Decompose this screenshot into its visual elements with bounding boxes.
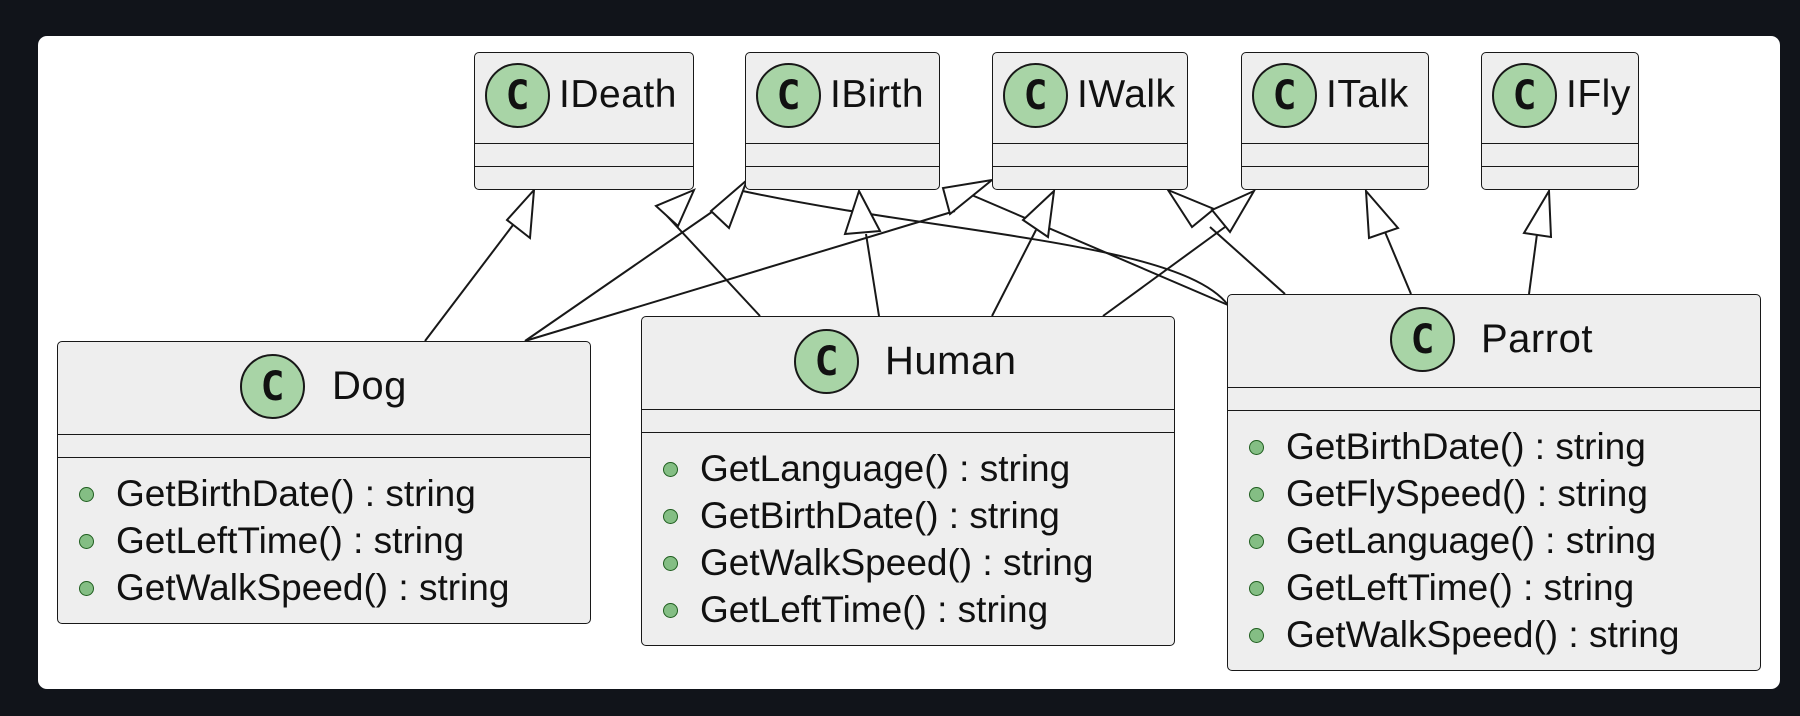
public-method-icon (663, 509, 678, 524)
divider (1242, 166, 1428, 167)
public-method-icon (663, 603, 678, 618)
class-c-icon: C (485, 63, 550, 128)
class-name: Parrot (1481, 317, 1593, 361)
method-signature: GetWalkSpeed() : string (1286, 614, 1680, 655)
method-signature: GetLeftTime() : string (1286, 567, 1635, 608)
interface-ideath[interactable]: C IDeath (474, 52, 694, 190)
method-signature: GetBirthDate() : string (700, 495, 1060, 536)
divider (1482, 166, 1638, 167)
method-item: GetWalkSpeed() : string (642, 539, 1174, 586)
class-c-icon: C (756, 63, 821, 128)
divider (1482, 143, 1638, 144)
method-signature: GetBirthDate() : string (116, 473, 476, 514)
class-name: Human (885, 339, 1017, 383)
class-c-icon: C (1252, 63, 1317, 128)
method-item: GetWalkSpeed() : string (1228, 611, 1760, 658)
interface-name: ITalk (1326, 73, 1409, 116)
public-method-icon (663, 556, 678, 571)
divider (1242, 143, 1428, 144)
method-item: GetBirthDate() : string (642, 492, 1174, 539)
method-list: GetBirthDate() : string GetFlySpeed() : … (1228, 423, 1760, 658)
class-name: Dog (332, 364, 407, 408)
interface-name: IDeath (559, 73, 677, 116)
interface-iwalk[interactable]: C IWalk (992, 52, 1188, 190)
public-method-icon (1249, 581, 1264, 596)
class-c-icon: C (1003, 63, 1068, 128)
interface-italk[interactable]: C ITalk (1241, 52, 1429, 190)
public-method-icon (1249, 628, 1264, 643)
public-method-icon (79, 534, 94, 549)
method-item: GetLeftTime() : string (58, 517, 590, 564)
interface-name: IFly (1566, 73, 1631, 116)
class-parrot[interactable]: C Parrot GetBirthDate() : string GetFlyS… (1227, 294, 1761, 671)
method-item: GetWalkSpeed() : string (58, 564, 590, 611)
divider (746, 166, 939, 167)
interface-name: IBirth (830, 73, 925, 116)
class-c-icon: C (794, 329, 859, 394)
divider (475, 166, 693, 167)
method-signature: GetLanguage() : string (1286, 520, 1657, 561)
class-c-icon: C (240, 354, 305, 419)
divider (746, 143, 939, 144)
method-signature: GetWalkSpeed() : string (700, 542, 1094, 583)
divider (58, 434, 590, 435)
method-signature: GetLeftTime() : string (116, 520, 465, 561)
class-human[interactable]: C Human GetLanguage() : string GetBirthD… (641, 316, 1175, 646)
public-method-icon (663, 462, 678, 477)
method-signature: GetFlySpeed() : string (1286, 473, 1648, 514)
method-item: GetLanguage() : string (1228, 517, 1760, 564)
class-c-icon: C (1492, 63, 1557, 128)
public-method-icon (79, 581, 94, 596)
divider (993, 166, 1187, 167)
class-dog[interactable]: C Dog GetBirthDate() : string GetLeftTim… (57, 341, 591, 624)
divider (993, 143, 1187, 144)
method-signature: GetLanguage() : string (700, 448, 1071, 489)
method-item: GetLanguage() : string (642, 445, 1174, 492)
interface-ifly[interactable]: C IFly (1481, 52, 1639, 190)
method-item: GetBirthDate() : string (1228, 423, 1760, 470)
divider (475, 143, 693, 144)
divider (1228, 410, 1760, 411)
public-method-icon (1249, 487, 1264, 502)
method-item: GetLeftTime() : string (1228, 564, 1760, 611)
public-method-icon (1249, 440, 1264, 455)
interface-ibirth[interactable]: C IBirth (745, 52, 940, 190)
divider (1228, 387, 1760, 388)
method-item: GetBirthDate() : string (58, 470, 590, 517)
divider (642, 432, 1174, 433)
method-list: GetBirthDate() : string GetLeftTime() : … (58, 470, 590, 611)
public-method-icon (1249, 534, 1264, 549)
method-list: GetLanguage() : string GetBirthDate() : … (642, 445, 1174, 633)
divider (58, 457, 590, 458)
method-signature: GetWalkSpeed() : string (116, 567, 510, 608)
divider (642, 409, 1174, 410)
interface-name: IWalk (1077, 73, 1176, 116)
method-item: GetLeftTime() : string (642, 586, 1174, 633)
public-method-icon (79, 487, 94, 502)
method-signature: GetLeftTime() : string (700, 589, 1049, 630)
method-item: GetFlySpeed() : string (1228, 470, 1760, 517)
class-c-icon: C (1390, 307, 1455, 372)
method-signature: GetBirthDate() : string (1286, 426, 1646, 467)
